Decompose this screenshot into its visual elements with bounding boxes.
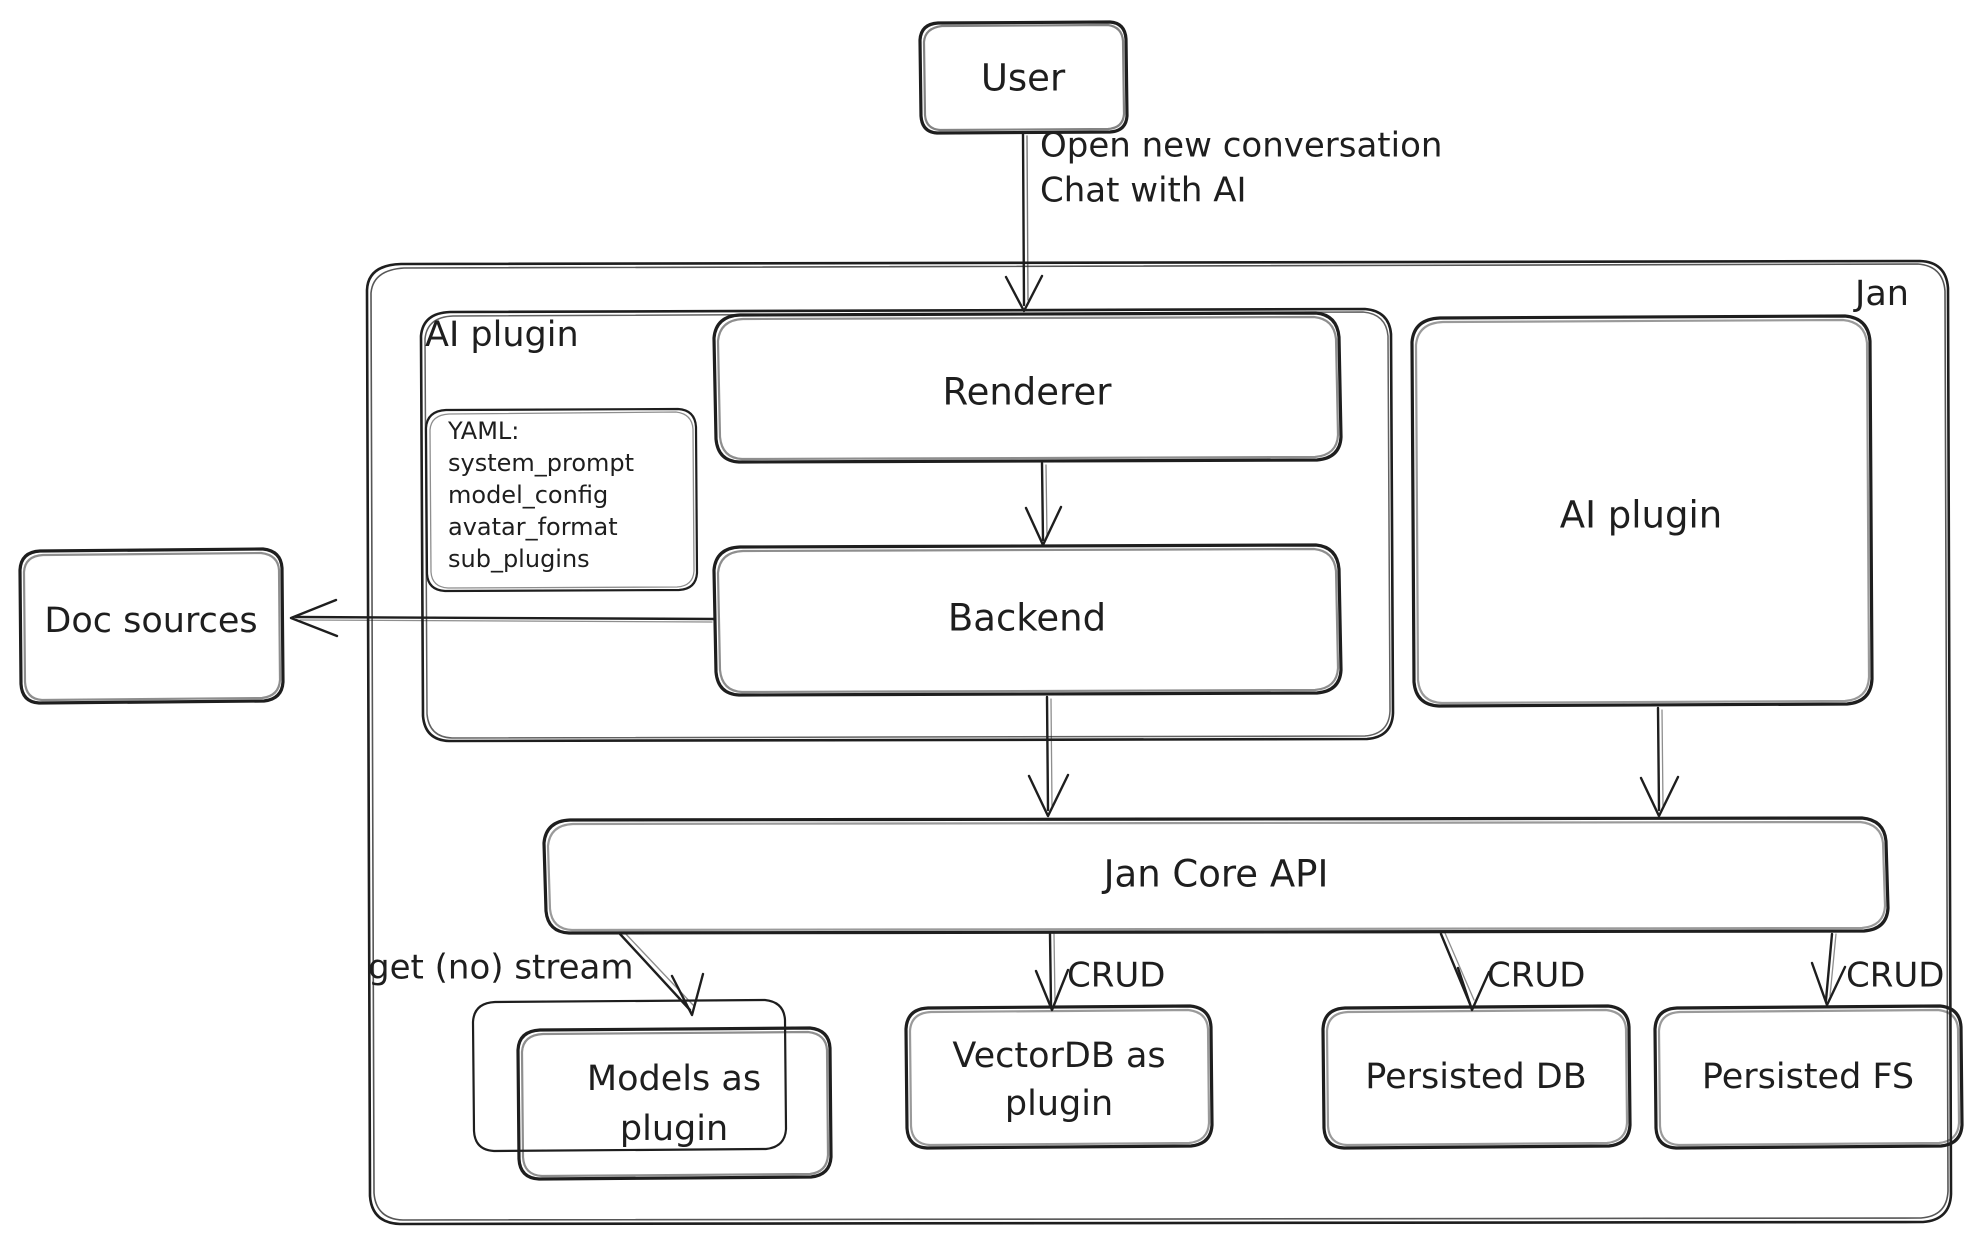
persisted-fs-node[interactable]: Persisted FS xyxy=(1653,1004,1964,1150)
models-as-plugin-node[interactable]: Models as plugin xyxy=(471,998,833,1181)
edge-core-to-models: get (no) stream xyxy=(368,931,705,1017)
edge-aiplugin-to-core xyxy=(1639,706,1680,818)
ai-plugin-right-label: AI plugin xyxy=(1560,494,1722,537)
backend-label: Backend xyxy=(948,597,1106,640)
persisted-fs-label: Persisted FS xyxy=(1702,1057,1914,1097)
jan-core-api-label: Jan Core API xyxy=(1102,853,1329,896)
yaml-line-1: YAML: xyxy=(447,417,519,445)
models-as-plugin-line2: plugin xyxy=(620,1109,728,1149)
ai-plugin-container-label: AI plugin xyxy=(425,315,579,355)
jan-core-api-node[interactable]: Jan Core API xyxy=(542,816,1890,935)
edge-user-to-renderer: Open new conversation Chat with AI xyxy=(1004,126,1442,313)
ai-plugin-right-node[interactable]: AI plugin xyxy=(1410,314,1874,708)
jan-container-label: Jan xyxy=(1853,274,1909,314)
edge-label-get-no-stream: get (no) stream xyxy=(368,948,633,988)
yaml-note-node[interactable]: YAML: system_prompt model_config avatar_… xyxy=(424,407,699,593)
edge-renderer-to-backend xyxy=(1024,461,1063,547)
edge-core-to-persisted-fs: CRUD xyxy=(1810,932,1944,1007)
ai-plugin-container[interactable]: AI plugin xyxy=(419,307,1395,743)
persisted-db-node[interactable]: Persisted DB xyxy=(1321,1004,1632,1150)
yaml-line-4: avatar_format xyxy=(448,513,618,541)
edge-backend-to-core xyxy=(1027,695,1070,818)
models-as-plugin-line1: Models as xyxy=(587,1059,761,1099)
edge-core-to-vectordb: CRUD xyxy=(1034,932,1165,1012)
doc-sources-node[interactable]: Doc sources xyxy=(18,547,285,705)
edge-core-to-persisted-db: CRUD xyxy=(1439,932,1585,1012)
renderer-label: Renderer xyxy=(943,371,1113,414)
persisted-db-label: Persisted DB xyxy=(1365,1057,1587,1097)
user-node[interactable]: User xyxy=(918,20,1129,135)
yaml-line-3: model_config xyxy=(448,481,608,509)
yaml-line-2: system_prompt xyxy=(448,449,634,477)
renderer-node[interactable]: Renderer xyxy=(712,311,1343,464)
edge-backend-to-docsources xyxy=(289,598,716,638)
vectordb-as-plugin-line1: VectorDB as xyxy=(952,1036,1165,1076)
edge-label-line2: Chat with AI xyxy=(1040,171,1247,211)
edge-label-crud-vectordb: CRUD xyxy=(1067,956,1165,996)
jan-container[interactable]: Jan xyxy=(365,259,1953,1226)
backend-node[interactable]: Backend xyxy=(712,543,1343,697)
vectordb-as-plugin-line2: plugin xyxy=(1005,1084,1113,1124)
edge-label-crud-persisted-db: CRUD xyxy=(1487,956,1585,996)
user-label: User xyxy=(981,57,1066,100)
edge-label-line1: Open new conversation xyxy=(1040,126,1442,166)
edge-label-crud-persisted-fs: CRUD xyxy=(1846,956,1944,996)
vectordb-as-plugin-node[interactable]: VectorDB as plugin xyxy=(904,1004,1214,1150)
yaml-line-5: sub_plugins xyxy=(448,545,590,573)
doc-sources-label: Doc sources xyxy=(44,601,257,641)
